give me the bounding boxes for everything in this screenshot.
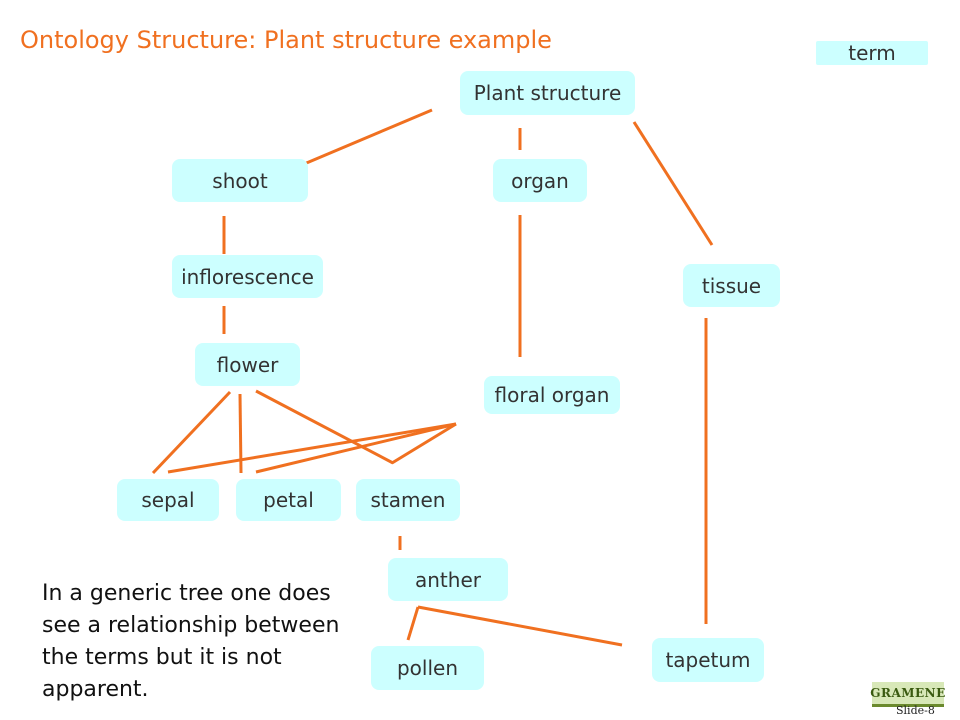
edge-flower-sepal	[151, 390, 232, 475]
edge-floral-organ-sepal	[167, 422, 457, 474]
note-text: In a generic tree one does see a relatio…	[42, 581, 340, 702]
logo-text: GRAMENE	[870, 686, 946, 700]
edge-anther-tapetum	[417, 605, 623, 647]
legend-term: term	[816, 41, 928, 65]
node-floral-organ: floral organ	[484, 376, 620, 414]
node-flower: flower	[195, 343, 300, 386]
node-sepal: sepal	[117, 479, 219, 521]
node-tapetum: tapetum	[652, 638, 764, 682]
node-petal: petal	[236, 479, 341, 521]
edge-floral-organ-petal	[255, 422, 457, 474]
node-inflorescence: inflorescence	[172, 255, 323, 298]
node-organ: organ	[493, 159, 587, 202]
slide-title: Ontology Structure: Plant structure exam…	[20, 26, 552, 54]
edge-plant-structure-tissue	[632, 121, 714, 246]
edge-plant-structure-shoot	[296, 108, 433, 169]
edge-floral-organ-stamen	[391, 422, 457, 465]
node-stamen: stamen	[356, 479, 460, 521]
node-tissue: tissue	[683, 264, 780, 307]
edge-flower-stamen	[255, 389, 394, 465]
node-anther: anther	[388, 558, 508, 601]
gramene-logo: GRAMENE	[870, 682, 946, 707]
node-plant-structure: Plant structure	[460, 71, 635, 115]
slide-number: Slide-8	[896, 704, 935, 717]
edge-anther-pollen	[406, 606, 420, 641]
node-shoot: shoot	[172, 159, 308, 202]
node-pollen: pollen	[371, 646, 484, 690]
